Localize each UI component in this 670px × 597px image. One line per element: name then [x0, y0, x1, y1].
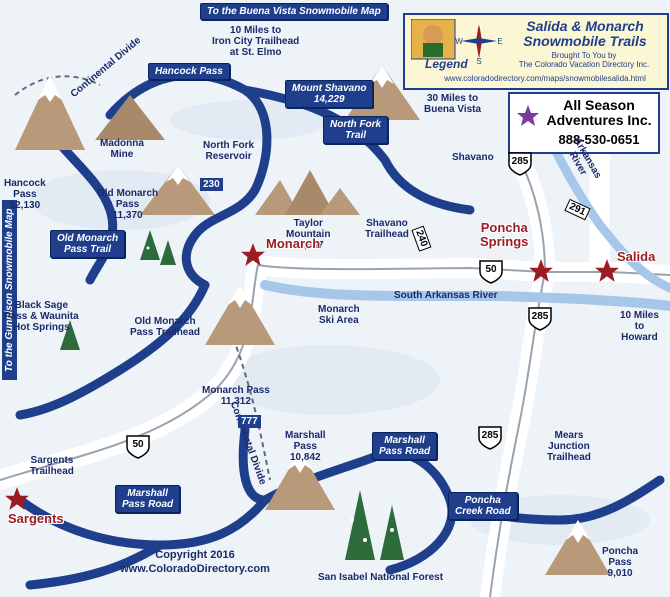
compass-s: S — [476, 57, 481, 66]
town-star-poncha-springs — [529, 259, 553, 282]
town-salida[interactable]: Salida — [617, 249, 656, 264]
us50-shield-west: 50 — [125, 433, 151, 459]
advertiser-phone[interactable]: 888-530-0651 — [558, 132, 640, 147]
town-star-monarch — [241, 243, 265, 266]
mountain-taylor — [255, 170, 360, 215]
town-sargents[interactable]: Sargents — [8, 511, 64, 526]
us50-shield-east: 50 — [478, 258, 504, 284]
mountains — [15, 65, 610, 575]
gunnison-map-sign[interactable]: To the Gunnison Snowmobile Map — [2, 200, 17, 380]
compass-n: N — [476, 21, 482, 30]
map-url[interactable]: www.coloradodirectory.com/maps/snowmobil… — [444, 74, 646, 83]
cr230-marker: 230 — [200, 178, 223, 191]
continental-divide-line — [14, 75, 271, 481]
buena-vista-map-sign[interactable]: To the Buena Vista Snowmobile Map — [200, 3, 388, 20]
compass-e: E — [497, 37, 502, 46]
label-san-isabel: San Isabel National Forest — [318, 572, 444, 583]
label-shavano: Shavano — [452, 152, 494, 163]
mountain-monarch-pass — [205, 285, 275, 345]
town-monarch[interactable]: Monarch — [266, 236, 321, 251]
mountain-old-monarch — [140, 165, 215, 215]
town-star-salida — [595, 259, 619, 282]
purple-star-icon — [517, 105, 539, 126]
mountain-hancock — [15, 75, 85, 150]
mountain-madonna — [95, 95, 165, 140]
compass-w: W — [455, 37, 463, 46]
mountain-marshall-pass — [265, 450, 335, 510]
town-star-sargents — [5, 487, 29, 510]
south-arkansas-river — [260, 280, 670, 311]
evergreen-trees — [60, 230, 404, 560]
us285-shield-north: 285 — [507, 150, 533, 176]
mountain-poncha-pass — [545, 520, 610, 575]
legend-label: Legend — [425, 57, 468, 71]
us285-shield-south: 285 — [477, 424, 503, 450]
fr777-marker: 777 — [238, 415, 261, 428]
us285-shield-mid: 285 — [527, 305, 553, 331]
label-south-arkansas-river: South Arkansas River — [394, 290, 498, 301]
sign-hancock-pass[interactable]: Hancock Pass — [148, 63, 230, 80]
compass-rose-icon: N S W E — [411, 19, 503, 66]
